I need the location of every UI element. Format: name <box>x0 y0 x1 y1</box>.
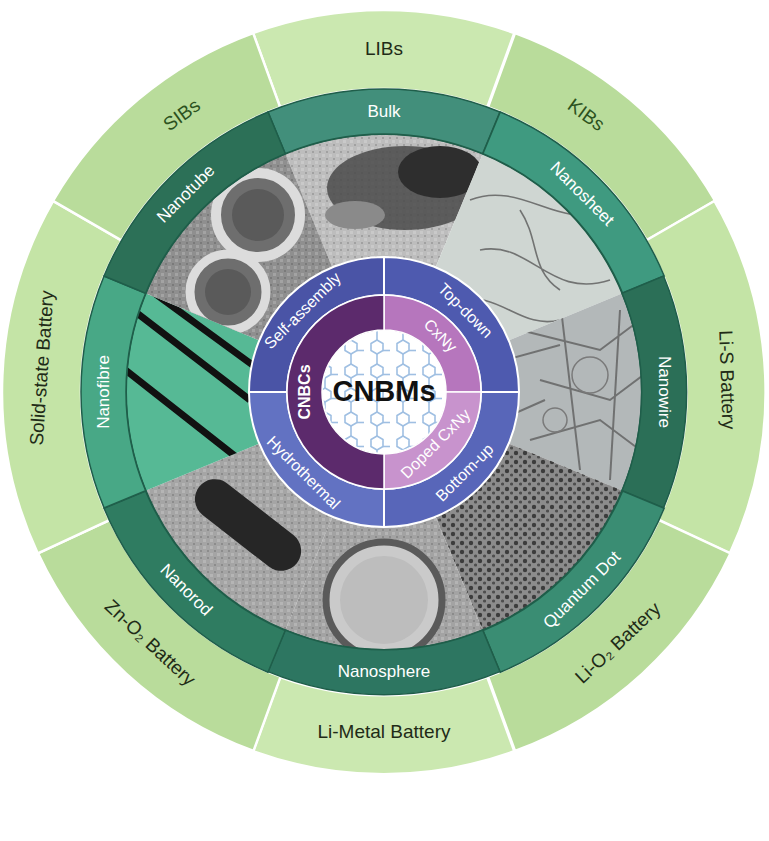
sector-shape <box>104 112 285 293</box>
center-title: CNBMs <box>332 375 435 408</box>
sector-label: Nanofibre <box>94 355 114 429</box>
sector-shape <box>104 491 285 672</box>
sector-shape <box>268 630 500 695</box>
morphology-sector: Bulk <box>265 86 503 157</box>
sector-shape <box>322 330 446 454</box>
sector-outline <box>480 109 667 296</box>
sector-label: Li-Metal Battery <box>317 721 450 743</box>
sector-outline <box>480 488 667 675</box>
morphology-sector: Nanorod <box>101 488 288 675</box>
sector-label: Li-S Battery <box>714 330 739 430</box>
sector-shape <box>268 89 500 154</box>
morphology-sector: Nanowire <box>619 273 690 511</box>
sector-outline <box>101 109 288 296</box>
morphology-sector: Nanotube <box>101 109 288 296</box>
sector-label: CNBCs <box>296 364 314 419</box>
sector-label: Bulk <box>367 102 400 122</box>
sector-label: Nanosphere <box>338 662 431 682</box>
sector-outline <box>78 273 149 511</box>
sector-shape <box>81 276 146 508</box>
sector-outline <box>619 273 690 511</box>
sector-shape <box>483 491 664 672</box>
sector-shape <box>483 112 664 293</box>
morphology-sector: Nanosheet <box>480 109 667 296</box>
sector-shape <box>622 276 687 508</box>
morphology-sector: Quantum Dot <box>480 488 667 675</box>
sector-label: LIBs <box>365 38 403 60</box>
sector-shape <box>384 392 519 527</box>
sector-shape <box>384 257 519 392</box>
sector-outline <box>101 488 288 675</box>
morphology-sector: Nanofibre <box>78 273 149 511</box>
ring-border <box>126 134 642 650</box>
sector-label: Nanowire <box>654 356 674 428</box>
morphology-sector: Nanosphere <box>265 627 503 698</box>
sector-outline <box>265 86 503 157</box>
